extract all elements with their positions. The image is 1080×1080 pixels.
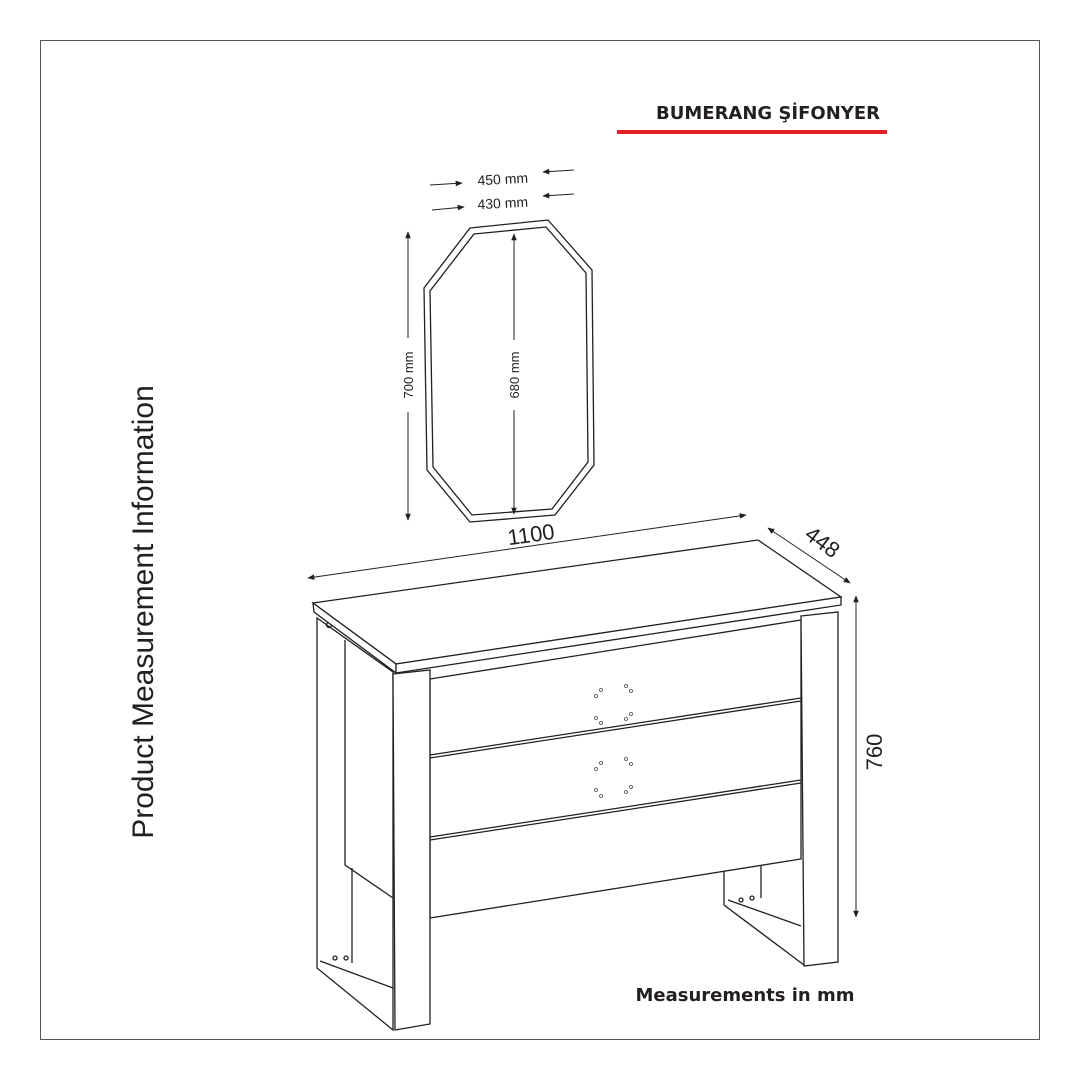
width-dimension-line [307, 513, 747, 580]
depth-label: 448 [800, 521, 844, 563]
mirror-outer-width-arrow-left [429, 180, 463, 187]
mirror-inner-width-arrow-left [431, 204, 465, 211]
units-note: Measurements in mm [635, 985, 854, 1006]
mirror-drawing [423, 219, 595, 523]
frame-border [40, 40, 1040, 1040]
title-underline [617, 130, 887, 134]
product-title: BUMERANG ŞİFONYER [656, 102, 880, 124]
side-label: Product Measurement Information [127, 385, 160, 839]
mirror-inner-height-label: 680 mm [507, 352, 522, 399]
mirror-inner-width-arrow-right [542, 192, 575, 199]
mirror-outer-width-arrow-right [542, 168, 575, 175]
width-label: 1100 [506, 519, 556, 550]
mirror-outer-height-label: 700 mm [401, 352, 416, 399]
mirror-outer-width-label: 450 mm [477, 170, 528, 189]
height-label: 760 [862, 734, 887, 771]
drawer-handle-holes [594, 684, 633, 798]
mirror-inner-width-label: 430 mm [477, 194, 528, 213]
dresser-drawing [311, 539, 843, 1032]
depth-dimension-line [767, 527, 851, 584]
